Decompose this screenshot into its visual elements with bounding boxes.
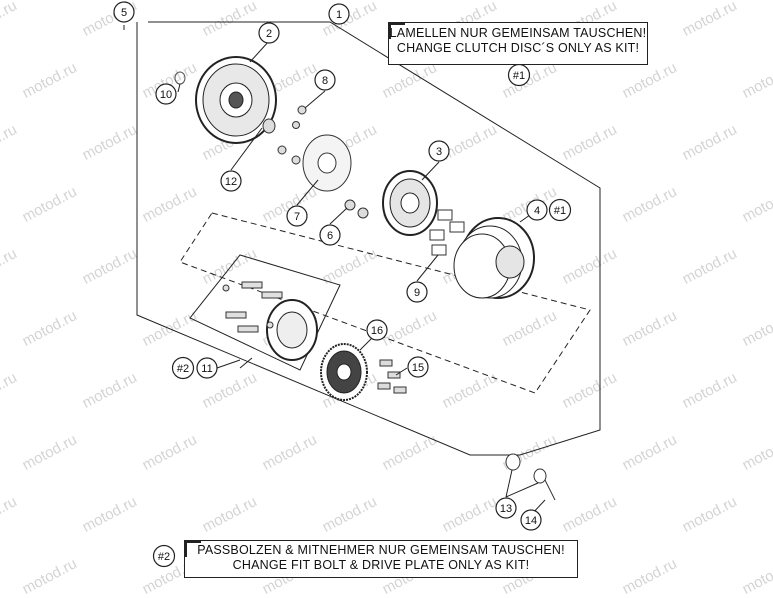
callout-8: 8 — [322, 75, 328, 87]
callout-9-circle — [406, 281, 428, 303]
inner-clutch-hub — [382, 170, 438, 236]
callout-9: 9 — [414, 287, 420, 299]
clutch-housing — [195, 56, 277, 144]
callout-1-circle — [328, 3, 350, 25]
primary-gear — [320, 343, 368, 401]
pressure-plate — [302, 134, 352, 192]
clutch-springs — [429, 209, 465, 256]
callout-6-circle — [319, 224, 341, 246]
drive-plate-boundary — [189, 254, 341, 371]
callout-10-circle — [155, 83, 177, 105]
gear-screws — [377, 359, 407, 394]
circlip — [174, 71, 186, 85]
callout-4-circle — [526, 199, 548, 221]
tag-kit2-part11-circle — [171, 356, 195, 380]
shaft-parts — [505, 453, 556, 501]
callout-16: 16 — [371, 325, 383, 337]
callout-7-circle — [286, 205, 308, 227]
callout-4: 4 — [534, 205, 540, 217]
callout-11-circle — [196, 357, 218, 379]
drive-plate — [266, 299, 318, 361]
callout-6: 6 — [327, 230, 333, 242]
tag-kit1-part4: #1 — [554, 205, 566, 217]
callout-1: 1 — [336, 9, 342, 21]
tag-kit2-note: #2 — [158, 551, 170, 563]
note-fitbolt-line-de: PASSBOLZEN & MITNEHMER NUR GEMEINSAM TAU… — [197, 543, 565, 557]
bearing-parts — [277, 105, 369, 219]
callout-13: 13 — [500, 503, 512, 515]
callout-12: 12 — [225, 176, 237, 188]
callout-13-circle — [495, 497, 517, 519]
fit-bolts — [222, 281, 283, 333]
callout-15-circle — [407, 356, 429, 378]
tag-kit1-part4-circle — [548, 198, 572, 222]
tag-kit1-note: #1 — [513, 70, 525, 82]
callout-11: 11 — [201, 363, 212, 375]
callout-3: 3 — [436, 146, 442, 158]
note-clutch-line-en: CHANGE CLUTCH DISC´S ONLY AS KIT! — [396, 41, 640, 55]
callout-5: 5 — [121, 7, 127, 19]
note-fit-bolt-kit: PASSBOLZEN & MITNEHMER NUR GEMEINSAM TAU… — [184, 540, 578, 578]
callout-3-circle — [428, 140, 450, 162]
tag-kit2-note-circle — [152, 544, 176, 568]
callout-5-circle — [113, 1, 135, 23]
callout-8-circle — [314, 69, 336, 91]
callout-16-circle — [366, 319, 388, 341]
callout-15: 15 — [412, 362, 424, 374]
callout-2-circle — [258, 22, 280, 44]
note-clutch-discs-kit: LAMELLEN NUR GEMEINSAM TAUSCHEN! CHANGE … — [388, 22, 648, 65]
note-fitbolt-line-en: CHANGE FIT BOLT & DRIVE PLATE ONLY AS KI… — [232, 558, 530, 572]
callout-14-circle — [520, 509, 542, 531]
clutch-disc-pack — [453, 217, 535, 299]
callout-7: 7 — [294, 211, 300, 223]
callout-2: 2 — [266, 28, 272, 40]
callout-10: 10 — [160, 89, 172, 101]
note-clutch-line-de: LAMELLEN NUR GEMEINSAM TAUSCHEN! — [389, 26, 647, 40]
callout-12-circle — [220, 170, 242, 192]
assembly-boundary — [136, 21, 601, 456]
callout-14: 14 — [525, 515, 537, 527]
thrust-washer — [262, 118, 276, 134]
tag-kit2-part11: #2 — [177, 363, 189, 375]
